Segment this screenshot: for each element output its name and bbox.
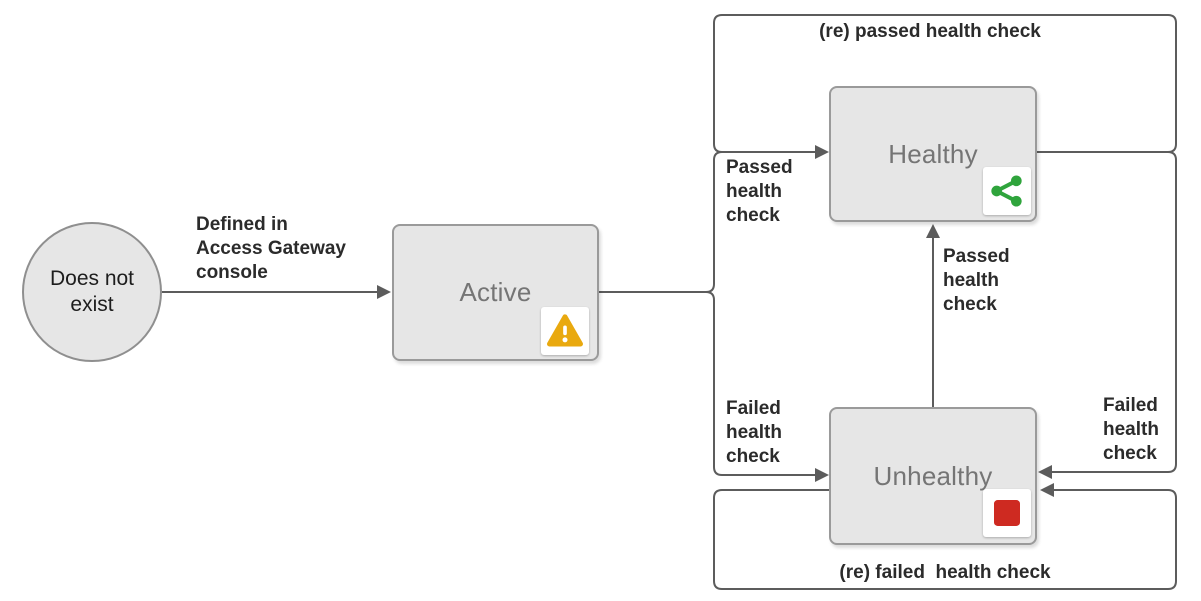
stop-icon [983, 489, 1031, 537]
label-failed-health-check-left: Failed health check [726, 398, 782, 467]
arrowhead-into-unhealthy-right-upper [1038, 465, 1052, 479]
state-unhealthy-label: Unhealthy [873, 460, 993, 491]
share-icon [983, 167, 1031, 215]
arrowhead-into-unhealthy-left [815, 468, 829, 482]
state-does-not-exist: Does not exist [22, 222, 162, 362]
state-unhealthy: Unhealthy [829, 407, 1037, 545]
edge-active-to-unhealthy [705, 291, 815, 476]
label-defined-in-console: Defined in Access Gateway console [196, 214, 346, 283]
edge-refailed-loop [713, 489, 1177, 590]
edge-repassed-loop [713, 14, 1177, 153]
label-re-failed-health-check: (re) failed health check [839, 562, 1051, 583]
label-passed-health-check-middle: Passed health check [943, 246, 1010, 315]
label-failed-health-check-right: Failed health check [1103, 395, 1159, 464]
arrowhead-into-healthy-bottom [926, 224, 940, 238]
label-passed-health-check-left: Passed health check [726, 157, 793, 226]
state-active: Active [392, 224, 599, 361]
warning-icon [541, 307, 589, 355]
state-healthy: Healthy [829, 86, 1037, 222]
state-does-not-exist-label: Does not exist [49, 266, 135, 316]
state-active-label: Active [459, 277, 532, 307]
label-re-passed-health-check: (re) passed health check [819, 21, 1041, 42]
arrowhead-into-active [377, 285, 391, 299]
arrowheads [377, 145, 1054, 497]
arrowhead-into-healthy-left [815, 145, 829, 159]
edge-healthy-to-unhealthy [1052, 151, 1177, 473]
arrowhead-into-unhealthy-right-lower [1040, 483, 1054, 497]
state-healthy-label: Healthy [888, 138, 978, 169]
